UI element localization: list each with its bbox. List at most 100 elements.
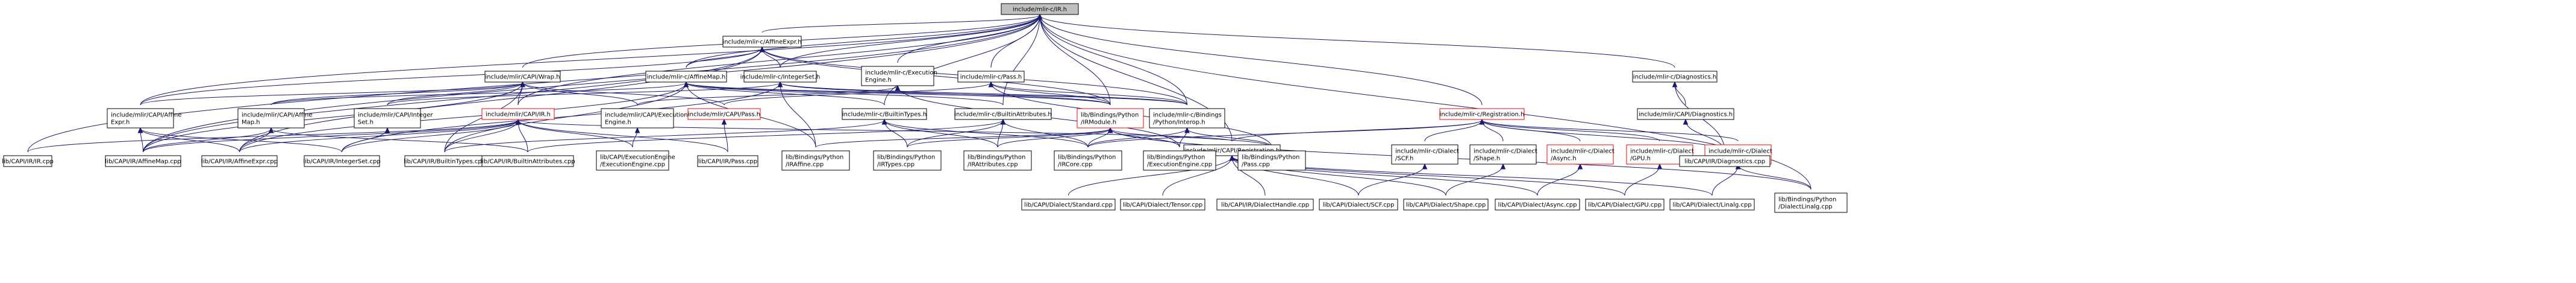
node-box (304, 155, 380, 167)
node-libbuiltintypes[interactable]: lib/CAPI/IR/BuiltinTypes.cpp (404, 155, 486, 167)
node-libdialecthandle[interactable]: lib/CAPI/IR/DialectHandle.cpp (1216, 199, 1314, 211)
node-libexecengine[interactable]: lib/CAPI/ExecutionEngine/ExecutionEngine… (596, 150, 675, 171)
node-libir[interactable]: lib/CAPI/IR/IR.cpp (2, 155, 54, 167)
node-libgpu[interactable]: lib/CAPI/Dialect/GPU.cpp (1585, 199, 1665, 211)
node-bindinterop[interactable]: include/mlir-c/Bindings/Python/Interop.h (1149, 108, 1225, 129)
node-box (687, 108, 761, 120)
node-box (201, 155, 278, 167)
edge-pymodule-to-pypass (1107, 127, 1272, 148)
edge-capiintegerset-to-libintegerset (342, 127, 390, 153)
node-libdiagnostics[interactable]: lib/CAPI/IR/Diagnostics.cpp (1679, 155, 1771, 167)
node-libshape[interactable]: lib/CAPI/Dialect/Shape.cpp (1403, 199, 1489, 211)
node-label: include/mlir/CAPI/Integer (358, 112, 433, 119)
node-libtensor[interactable]: lib/CAPI/Dialect/Tensor.cpp (1120, 199, 1205, 211)
node-pydialectlinalg[interactable]: lib/Bindings/Python/DialectLinalg.cpp (1774, 192, 1848, 213)
node-capidiagnostics[interactable]: include/mlir/CAPI/Diagnostics.h (1637, 108, 1734, 120)
node-label: Engine.h (865, 77, 892, 84)
node-label: include/mlir-c/IntegerSet.h (740, 74, 821, 81)
node-box (957, 71, 1025, 83)
node-label: include/mlir/CAPI/Affine (242, 112, 313, 119)
node-box (1632, 71, 1718, 83)
node-box (963, 150, 1032, 171)
node-libaffinemap[interactable]: lib/CAPI/IR/AffineMap.cpp (105, 155, 181, 167)
edge-affineexpr-to-libaffinemap (143, 46, 765, 153)
node-pypass[interactable]: lib/Bindings/Python/Pass.cpp (1237, 150, 1306, 171)
node-diagnostics[interactable]: include/mlir-c/Diagnostics.h (1632, 71, 1718, 83)
node-box (697, 155, 758, 167)
node-libpass[interactable]: lib/CAPI/IR/Pass.cpp (697, 155, 758, 167)
node-capiaffinemap[interactable]: include/mlir/CAPI/AffineMap.h (237, 108, 313, 129)
node-affineexpr[interactable]: include/mlir-c/AffineExpr.h (722, 36, 802, 48)
node-pass[interactable]: include/mlir-c/Pass.h (957, 71, 1025, 83)
node-label: /IRAffine.cpp (786, 162, 824, 168)
edge-irh-to-integerset (780, 13, 1043, 68)
node-affinemap[interactable]: include/mlir-c/AffineMap.h (645, 71, 727, 83)
node-box (601, 108, 674, 129)
node-label: lib/CAPI/ExecutionEngine (600, 154, 675, 161)
node-capiirh[interactable]: include/mlir/CAPI/IR.h (481, 108, 555, 120)
node-dialectshape[interactable]: include/mlir-c/Dialect/Shape.h (1469, 144, 1537, 165)
node-dialectscf[interactable]: include/mlir-c/Dialect/SCF.h (1391, 144, 1459, 165)
edge-dialectlinalg-to-pydialectlinalg (1735, 163, 1812, 190)
node-label: include/mlir-c/Dialect (1708, 148, 1772, 155)
node-label: include/mlir-c/Execution (865, 70, 937, 77)
node-box (1077, 108, 1144, 129)
node-label: include/mlir-c/Registration.h (1440, 112, 1525, 118)
node-irh[interactable]: include/mlir-c/IR.h (1001, 3, 1079, 15)
node-box (1403, 199, 1489, 211)
node-label: include/mlir/CAPI/Registration.h (1184, 148, 1280, 154)
edge-affinemap-to-libbuiltintypes (444, 81, 689, 153)
node-libaffineexpr[interactable]: lib/CAPI/IR/AffineExpr.cpp (201, 155, 278, 167)
node-registration[interactable]: include/mlir-c/Registration.h (1439, 108, 1525, 120)
node-box (1439, 108, 1525, 120)
node-label: lib/CAPI/Dialect/GPU.cpp (1588, 202, 1662, 209)
node-pyirattrs[interactable]: lib/Bindings/Python/IRAttributes.cpp (963, 150, 1032, 171)
node-label: include/mlir-c/Dialect (1474, 148, 1537, 155)
edge-bindinterop-to-pypass (1184, 127, 1272, 148)
node-label: /Python/Interop.h (1153, 119, 1205, 126)
node-capiintegerset[interactable]: include/mlir/CAPI/IntegerSet.h (354, 108, 433, 129)
node-label: /Async.h (1551, 156, 1577, 162)
nodes-layer: include/mlir-c/IR.h include/mlir-c/Affine… (2, 3, 1848, 213)
node-box (107, 108, 174, 129)
edge-builtinattrs-to-libbuiltinattrs (527, 118, 1006, 153)
node-pyircore[interactable]: lib/Bindings/Python/IRCore.cpp (1054, 150, 1122, 171)
node-pymodule[interactable]: lib/Bindings/Python/IRModule.h (1077, 108, 1144, 129)
node-capipass[interactable]: include/mlir/CAPI/Pass.h (687, 108, 761, 120)
node-label: include/mlir-c/IR.h (1013, 7, 1067, 13)
node-label: lib/Bindings/Python (786, 154, 843, 161)
node-pyexecengine[interactable]: lib/Bindings/Python/ExecutionEngine.cpp (1143, 150, 1216, 171)
node-box (1319, 199, 1398, 211)
node-wrap[interactable]: include/mlir/CAPI/Wrap.h (484, 71, 561, 83)
edge-capipass-to-libpass (721, 118, 728, 153)
node-capiexecengine[interactable]: include/mlir/CAPI/ExecutionEngine.h (601, 108, 688, 129)
node-label: /IRModule.h (1081, 119, 1116, 126)
node-execengine[interactable]: include/mlir-c/ExecutionEngine.h (861, 66, 937, 86)
node-liblinalg[interactable]: lib/CAPI/Dialect/Linalg.cpp (1669, 199, 1755, 211)
node-libstandard[interactable]: lib/CAPI/Dialect/Standard.cpp (1021, 199, 1116, 211)
node-builtinattrs[interactable]: include/mlir-c/BuiltinAttributes.h (954, 108, 1052, 120)
node-label: lib/Bindings/Python (1242, 154, 1299, 161)
node-integerset[interactable]: include/mlir-c/IntegerSet.h (740, 71, 821, 83)
node-capiaffineexpr[interactable]: include/mlir/CAPI/AffineExpr.h (107, 108, 182, 129)
node-libasync[interactable]: lib/CAPI/Dialect/Async.cpp (1495, 199, 1580, 211)
node-libbuiltinattrs[interactable]: lib/CAPI/IR/BuiltinAttributes.cpp (480, 155, 575, 167)
node-label: lib/Bindings/Python (968, 154, 1025, 161)
node-builtintypes[interactable]: include/mlir-c/BuiltinTypes.h (842, 108, 927, 120)
edge-builtintypes-to-pyirattrs (881, 118, 998, 148)
node-label: Engine.h (605, 119, 631, 126)
node-label: lib/CAPI/Dialect/Shape.cpp (1406, 202, 1486, 209)
node-box (105, 155, 181, 167)
node-label: include/mlir-c/BuiltinAttributes.h (954, 112, 1052, 118)
node-pyiraffine[interactable]: lib/Bindings/Python/IRAffine.cpp (781, 150, 850, 171)
node-libscf[interactable]: lib/CAPI/Dialect/SCF.cpp (1319, 199, 1398, 211)
node-pyirtypes[interactable]: lib/Bindings/Python/IRTypes.cpp (873, 150, 942, 171)
node-box (481, 108, 555, 120)
edge-dialectshape-to-libshape (1445, 163, 1506, 196)
node-box (1669, 199, 1755, 211)
node-box (481, 155, 574, 167)
node-dialectasync[interactable]: include/mlir-c/Dialect/Async.h (1546, 144, 1615, 165)
node-libintegerset[interactable]: lib/CAPI/IR/IntegerSet.cpp (303, 155, 381, 167)
node-label: include/mlir/CAPI/Diagnostics.h (1639, 112, 1733, 118)
node-box (722, 36, 802, 48)
